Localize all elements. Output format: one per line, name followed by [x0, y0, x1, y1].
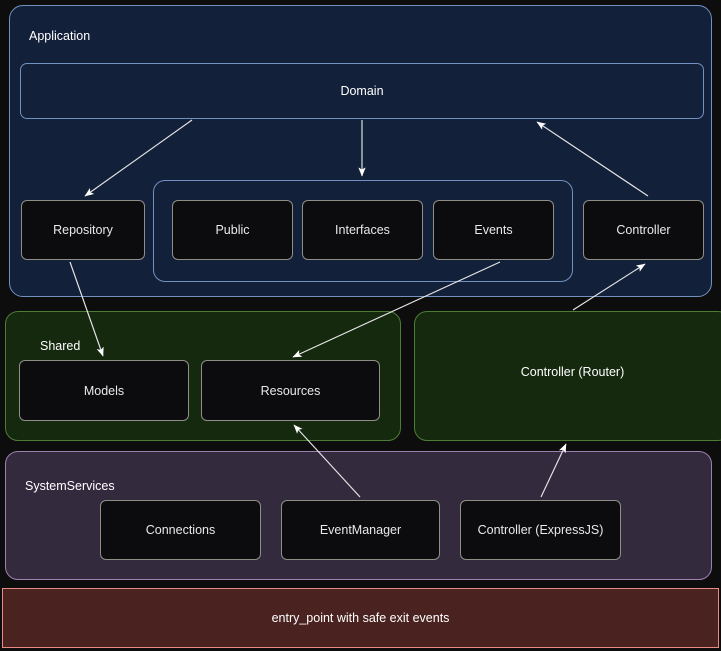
layer-application-label: Application [29, 29, 91, 43]
node-controller-expressjs[interactable]: Controller (ExpressJS) [460, 500, 621, 560]
node-resources[interactable]: Resources [201, 360, 380, 421]
entry-point-bar [2, 588, 719, 648]
node-controller[interactable]: Controller [583, 200, 704, 260]
node-models[interactable]: Models [19, 360, 189, 421]
node-public[interactable]: Public [172, 200, 293, 260]
node-controller-router-label: Controller (Router) [520, 365, 625, 379]
layer-system-services-label: SystemServices [25, 479, 115, 493]
node-domain[interactable]: Domain [20, 63, 704, 119]
node-events[interactable]: Events [433, 200, 554, 260]
node-repository[interactable]: Repository [21, 200, 145, 260]
node-event-manager[interactable]: EventManager [281, 500, 440, 560]
entry-point-label: entry_point with safe exit events [271, 611, 450, 625]
node-interfaces[interactable]: Interfaces [302, 200, 423, 260]
node-connections[interactable]: Connections [100, 500, 261, 560]
layer-shared-label: Shared [40, 339, 81, 353]
